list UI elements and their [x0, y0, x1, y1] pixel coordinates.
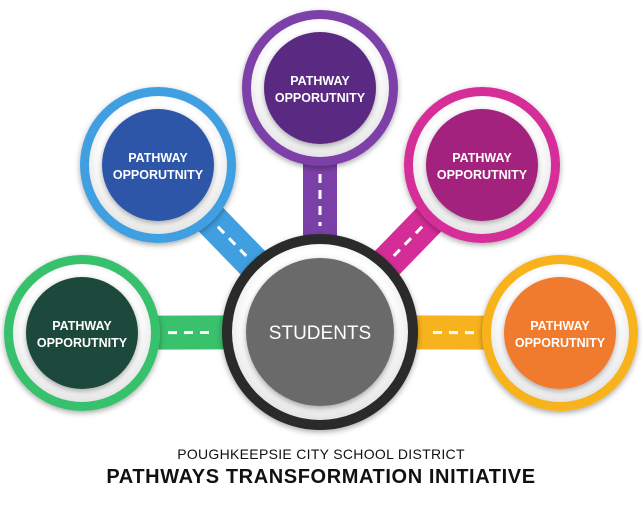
students-label: STUDENTS	[269, 323, 371, 344]
pathway-orange-disc	[504, 277, 616, 389]
pathway-purple-disc	[264, 32, 376, 144]
pathway-green-disc	[26, 277, 138, 389]
pathway-purple-node: PATHWAY OPPORUTNITY	[242, 10, 398, 166]
pathway-magenta-label-line2: OPPORUTNITY	[437, 168, 528, 182]
pathway-blue-dash-line	[216, 225, 248, 257]
pathway-blue-label-line1: PATHWAY	[128, 151, 188, 165]
students-hub: STUDENTS	[222, 234, 418, 430]
pathway-blue-node: PATHWAY OPPORUTNITY	[80, 87, 236, 243]
pathway-nodes: PATHWAYOPPORUTNITYPATHWAYOPPORUTNITYPATH…	[4, 10, 638, 411]
pathway-orange-label-line1: PATHWAY	[530, 319, 590, 333]
students-hub-disc	[246, 258, 394, 406]
district-subtitle: POUGHKEEPSIE CITY SCHOOL DISTRICT	[177, 446, 465, 462]
pathway-purple-label-line2: OPPORUTNITY	[275, 91, 366, 105]
pathway-blue-disc	[102, 109, 214, 221]
pathway-orange-node: PATHWAY OPPORUTNITY	[482, 255, 638, 411]
pathway-green-label-line2: OPPORUTNITY	[37, 336, 128, 350]
pathway-magenta-disc	[426, 109, 538, 221]
pathway-magenta-node: PATHWAY OPPORUTNITY	[404, 87, 560, 243]
pathway-green-node: PATHWAY OPPORUTNITY	[4, 255, 160, 411]
pathway-orange-label-line2: OPPORUTNITY	[515, 336, 606, 350]
pathway-magenta-label-line1: PATHWAY	[452, 151, 512, 165]
initiative-title: PATHWAYS TRANSFORMATION INITIATIVE	[106, 466, 536, 488]
pathway-purple-label-line1: PATHWAY	[290, 74, 350, 88]
pathway-magenta-dash-line	[392, 225, 424, 257]
pathway-blue-label-line2: OPPORUTNITY	[113, 168, 204, 182]
pathway-green-label-line1: PATHWAY	[52, 319, 112, 333]
